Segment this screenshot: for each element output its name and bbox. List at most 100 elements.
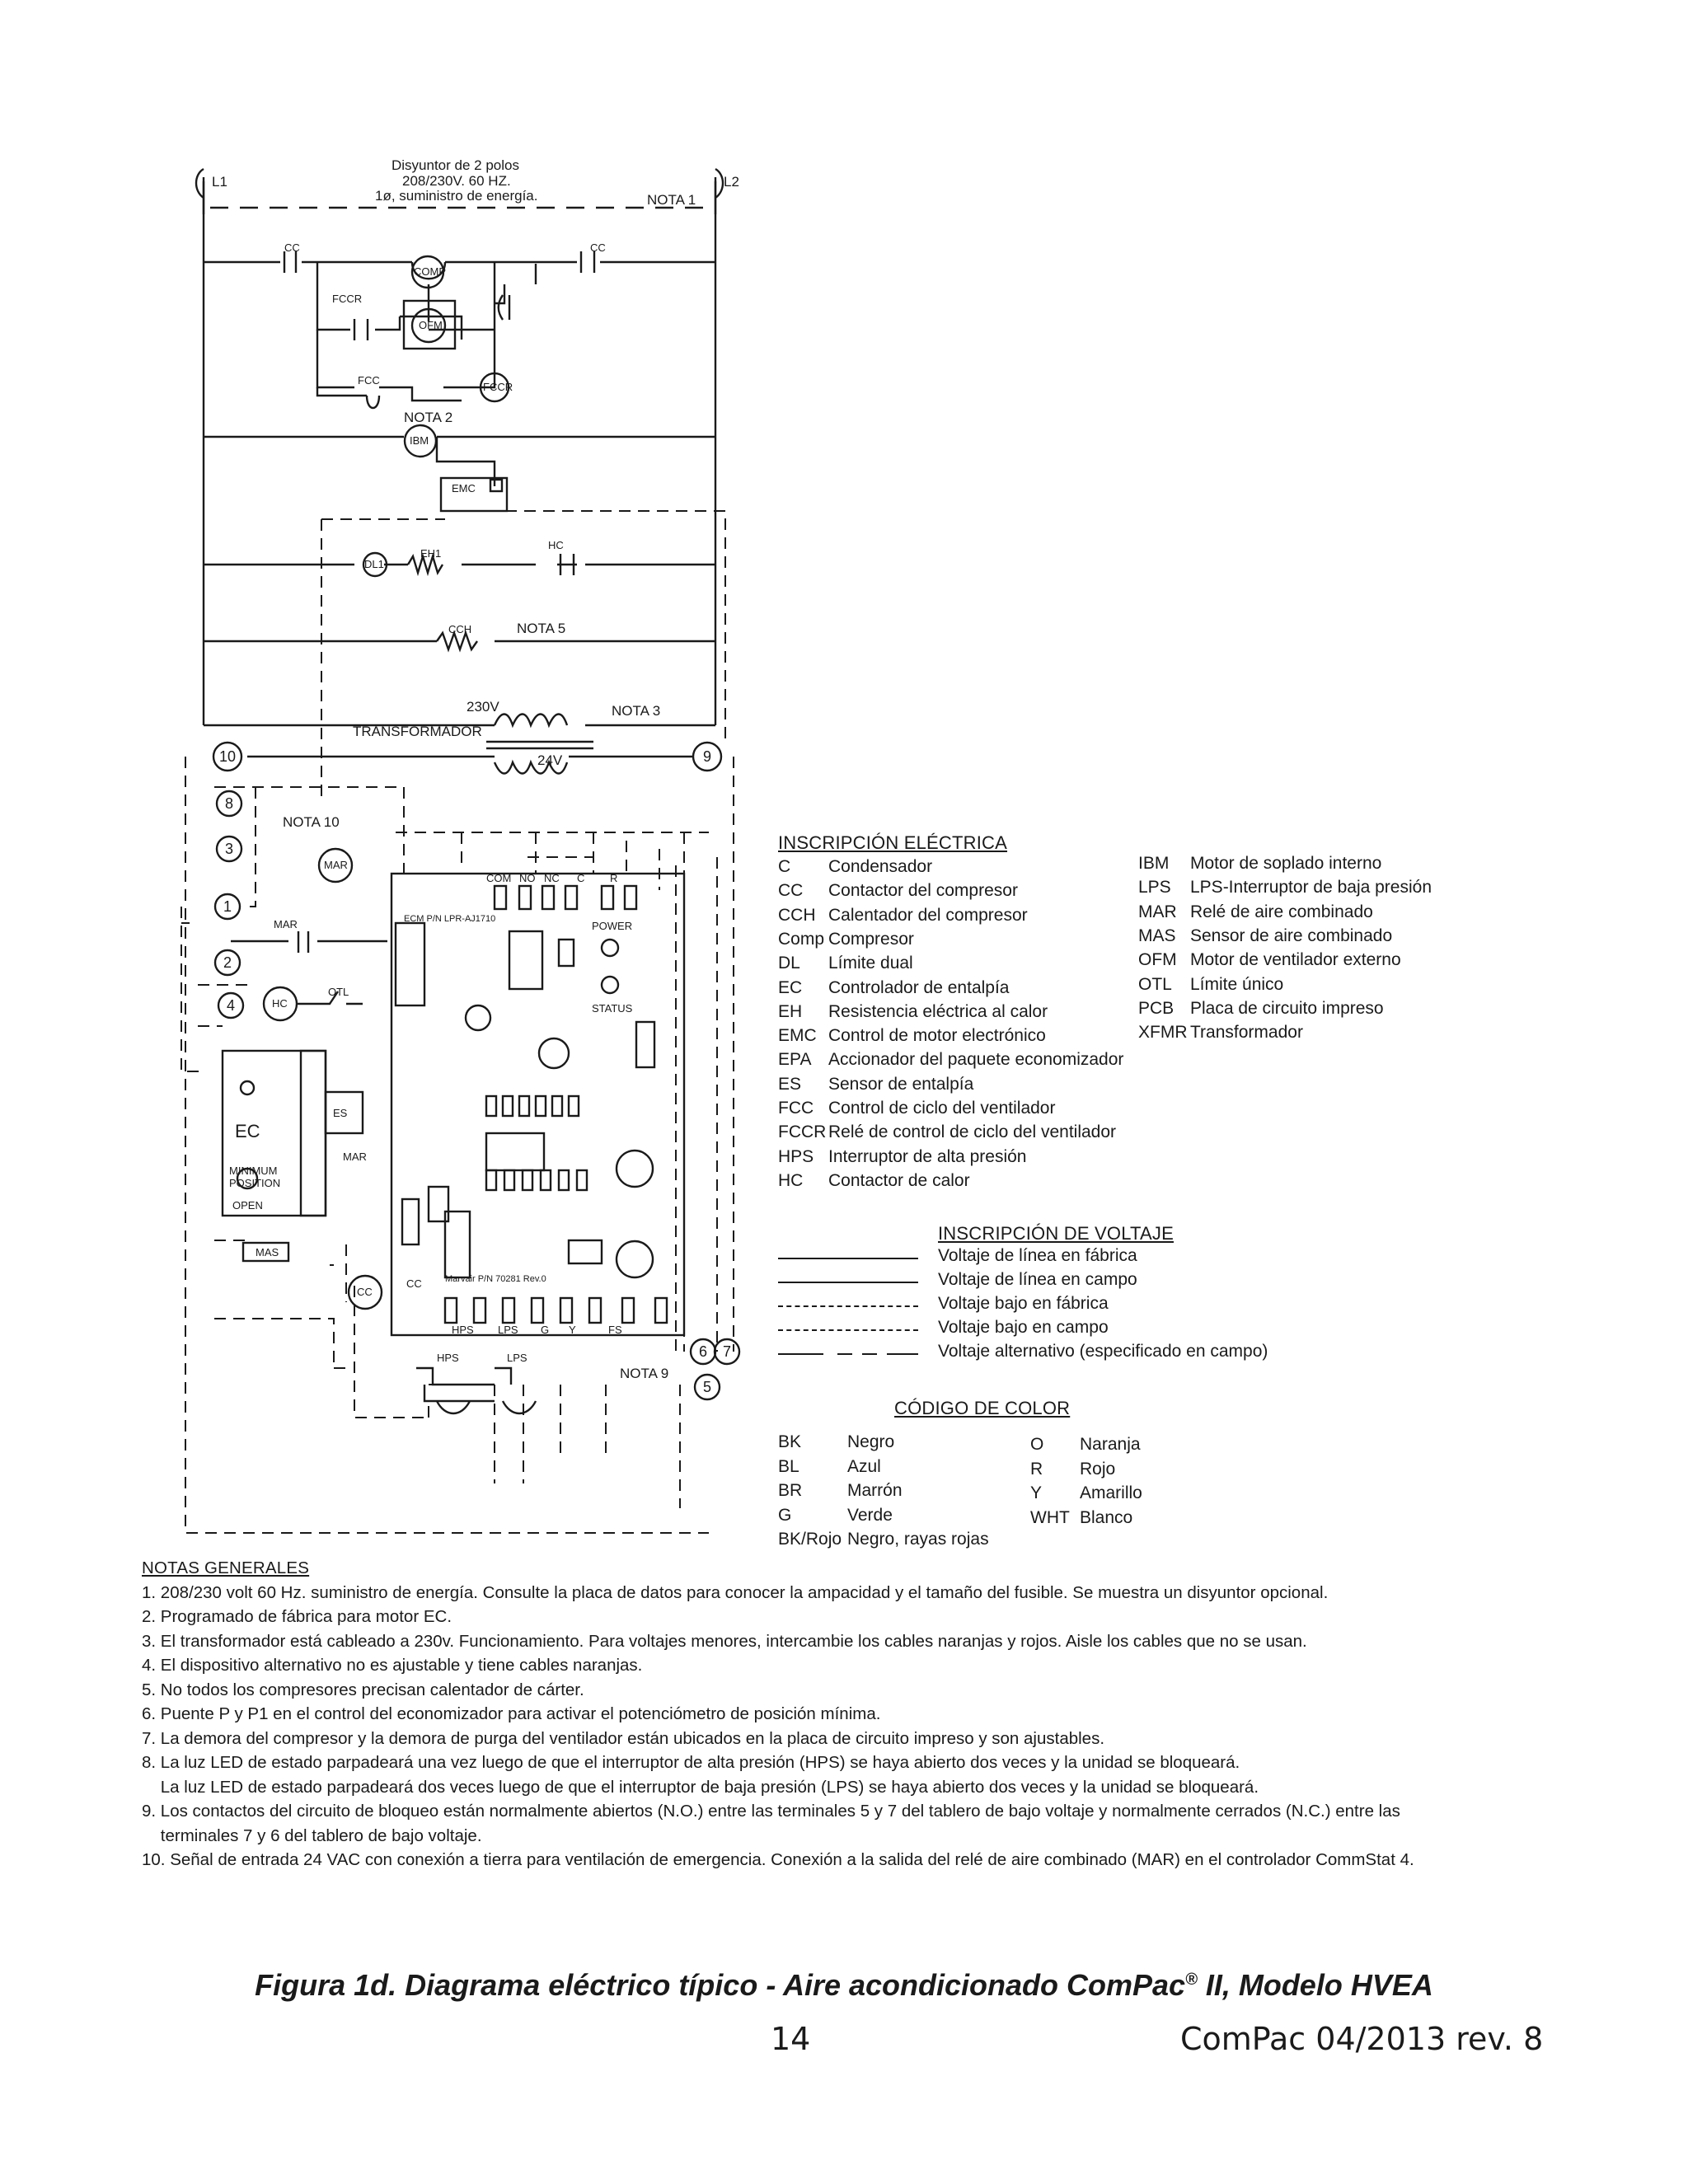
- es-sensor: [324, 1090, 364, 1135]
- fs-pcb-label: FS: [608, 1324, 622, 1336]
- legend-description: Relé de aire combinado: [1190, 902, 1373, 921]
- terminal-8: 8: [225, 795, 233, 812]
- hps-switch-label: HPS: [437, 1352, 459, 1364]
- legend-code: MAS: [1138, 926, 1176, 945]
- g-pcb-label: G: [541, 1324, 549, 1336]
- legend-code: OFM: [1138, 950, 1177, 970]
- color-name: Azul: [847, 1456, 881, 1476]
- ibm-label: IBM: [410, 434, 429, 447]
- legend-code: EPA: [778, 1050, 812, 1070]
- document-revision: ComPac 04/2013 rev. 8: [1180, 2021, 1544, 2057]
- color-name: Negro, rayas rojas: [847, 1530, 989, 1549]
- terminal-circles: [212, 741, 741, 1401]
- legend-code: HC: [778, 1170, 804, 1190]
- legend-description: Control de ciclo del ventilador: [828, 1099, 1056, 1118]
- voltage-line-solid-field: [778, 1282, 918, 1283]
- color-code: WHT: [1030, 1507, 1070, 1527]
- status-label: STATUS: [592, 1002, 633, 1015]
- legend-description: Contactor de calor: [828, 1170, 970, 1190]
- legend-description: Placa de circuito impreso: [1190, 998, 1384, 1018]
- dl1-circle: [362, 551, 388, 578]
- legend-code: XFMR: [1138, 1023, 1188, 1043]
- caption-main: Figura 1d. Diagrama eléctrico típico - A…: [255, 1968, 1186, 2002]
- mar-circle-label: MAR: [324, 859, 348, 871]
- transformer-primary: [493, 713, 569, 729]
- fccr-circle-label: FCCR: [483, 381, 513, 393]
- breaker-label-3: 1ø, suministro de energía.: [375, 188, 537, 204]
- general-notes-title: NOTAS GENERALES: [142, 1558, 310, 1577]
- legend-code: OTL: [1138, 974, 1172, 994]
- otl-label: OTL: [328, 986, 349, 998]
- terminal-5: 5: [703, 1379, 711, 1395]
- transformer-secondary: [493, 759, 569, 775]
- legend-description: Relé de control de ciclo del ventilador: [828, 1122, 1117, 1142]
- note-line: 5. No todos los compresores precisan cal…: [142, 1680, 584, 1699]
- min-pos-label-2: POSITION: [229, 1177, 280, 1189]
- lps-switch-label: LPS: [507, 1352, 528, 1364]
- terminal-2: 2: [223, 954, 232, 971]
- color-name: Amarillo: [1080, 1483, 1142, 1502]
- color-name: Naranja: [1080, 1435, 1141, 1454]
- legend-code: FCCR: [778, 1122, 827, 1142]
- v24-label: 24V: [537, 752, 563, 768]
- note-line: 7. La demora del compresor y la demora d…: [142, 1728, 1105, 1748]
- lps-pcb-label: LPS: [498, 1324, 518, 1336]
- hc-label: HC: [548, 539, 564, 551]
- note-line: La luz LED de estado parpadeará dos vece…: [142, 1777, 1259, 1797]
- voltage-label-5: Voltaje alternativo (especificado en cam…: [938, 1342, 1268, 1361]
- y-pcb-label: Y: [569, 1324, 576, 1336]
- l2-label: L2: [724, 174, 739, 190]
- ofm-label: OFM: [419, 319, 443, 331]
- no-label: NO: [519, 872, 536, 884]
- legend-code: CC: [778, 881, 804, 901]
- r-label: R: [610, 872, 617, 884]
- nc-label: NC: [544, 872, 560, 884]
- legend-description: Motor de ventilador externo: [1190, 950, 1401, 970]
- transformador-label: TRANSFORMADOR: [353, 724, 482, 739]
- color-code: Y: [1030, 1483, 1043, 1502]
- voltage-line-solid-factory: [778, 1258, 918, 1259]
- legend-description: Contactor del compresor: [828, 881, 1018, 901]
- legend-code: PCB: [1138, 998, 1175, 1018]
- legend-code: ES: [778, 1074, 802, 1094]
- page-number: 14: [771, 2021, 811, 2057]
- voltage-legend-title: INSCRIPCIÓN DE VOLTAJE: [938, 1223, 1174, 1244]
- legend-code: DL: [778, 954, 800, 973]
- cc-contacts: [283, 251, 596, 273]
- hps-pcb-label: HPS: [452, 1324, 474, 1336]
- legend-description: Resistencia eléctrica al calor: [828, 1001, 1048, 1021]
- caption-registered: ®: [1185, 1971, 1198, 1989]
- nota9-label: NOTA 9: [620, 1366, 668, 1381]
- pcb-connectors: [443, 884, 668, 1324]
- legend-description: Motor de soplado interno: [1190, 854, 1382, 873]
- legend-code: MAR: [1138, 902, 1177, 921]
- legend-code: EMC: [778, 1026, 817, 1046]
- color-code: O: [1030, 1435, 1044, 1454]
- legend-description: Calentador del compresor: [828, 905, 1028, 925]
- note-line: 4. El dispositivo alternativo no es ajus…: [142, 1656, 643, 1675]
- legend-description: Compresor: [828, 929, 914, 949]
- comp-circle: [410, 255, 445, 289]
- note-line: 1. 208/230 volt 60 Hz. suministro de ene…: [142, 1582, 1329, 1602]
- board-pn-label: Marvair P/N 70281 Rev.0: [445, 1274, 546, 1284]
- open-label: OPEN: [232, 1199, 263, 1212]
- legend-code: EH: [778, 1001, 803, 1021]
- note-line: 8. La luz LED de estado parpadeará una v…: [142, 1753, 1240, 1772]
- color-code: R: [1030, 1459, 1043, 1479]
- voltage-line-dashed-field: [778, 1329, 918, 1331]
- color-name: Verde: [847, 1505, 893, 1525]
- voltage-label-1: Voltaje de línea en fábrica: [938, 1246, 1137, 1265]
- comp-label: COMP: [414, 265, 446, 278]
- color-code: BL: [778, 1456, 799, 1476]
- terminal-3: 3: [225, 841, 233, 857]
- legend-code: Comp: [778, 929, 825, 949]
- ofm-circle: [410, 307, 447, 344]
- cch-label: CCH: [448, 623, 471, 635]
- caption-tail: II, Modelo HVEA: [1197, 1968, 1433, 2002]
- legend-description: Control de motor electrónico: [828, 1026, 1046, 1046]
- nota1-label: NOTA 1: [647, 192, 696, 208]
- fcc-label: FCC: [358, 374, 380, 387]
- c-label: C: [577, 872, 584, 884]
- voltage-line-dashed-factory: [778, 1305, 918, 1307]
